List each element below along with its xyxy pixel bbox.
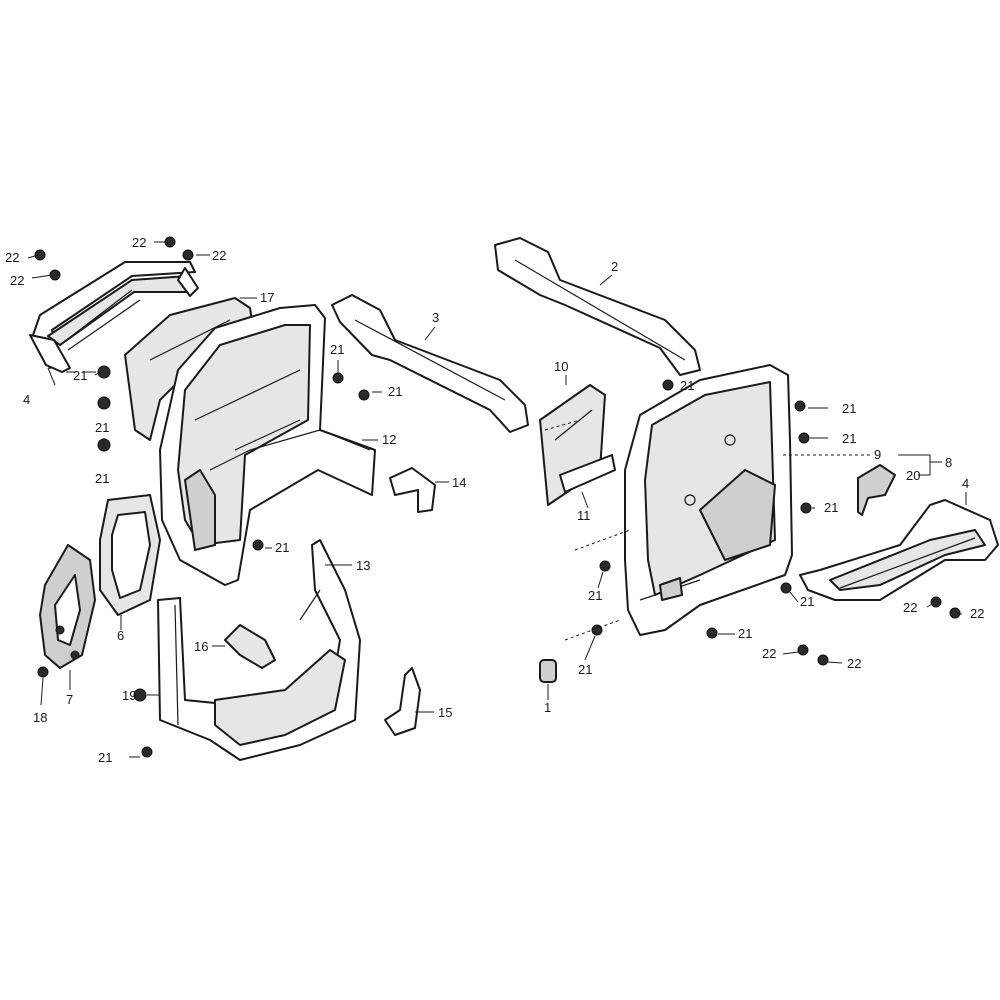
callout-21: 21: [738, 626, 752, 641]
callout-21: 21: [95, 471, 109, 486]
callout-2: 2: [611, 259, 618, 274]
callout-14: 14: [452, 475, 466, 490]
callout-21: 21: [330, 342, 344, 357]
callout-16: 16: [194, 639, 208, 654]
callout-18: 18: [33, 710, 47, 725]
bracket-16: [224, 624, 276, 669]
callout-22: 22: [132, 235, 146, 250]
callout-22: 22: [762, 646, 776, 661]
callout-1: 1: [544, 700, 551, 715]
callout-21: 21: [800, 594, 814, 609]
callout-21: 21: [275, 540, 289, 555]
callout-21: 21: [842, 401, 856, 416]
callout-22: 22: [5, 250, 19, 265]
callout-6: 6: [117, 628, 124, 643]
callout-22: 22: [212, 248, 226, 263]
callout-21: 21: [388, 384, 402, 399]
callout-22: 22: [10, 273, 24, 288]
callout-11: 11: [577, 508, 591, 523]
leader-lines: [27, 241, 967, 758]
callout-4: 4: [962, 476, 969, 491]
right-panel-9: [624, 364, 793, 636]
callout-12: 12: [382, 432, 396, 447]
shroud-12: [159, 304, 376, 586]
callout-7: 7: [66, 692, 73, 707]
callout-21: 21: [98, 750, 112, 765]
callout-10: 10: [554, 359, 568, 374]
callout-22: 22: [847, 656, 861, 671]
callout-21: 21: [95, 420, 109, 435]
callout-3: 3: [432, 310, 439, 325]
bracket-15: [384, 667, 421, 736]
callout-21: 21: [680, 378, 694, 393]
right-handle: [799, 499, 999, 601]
callout-15: 15: [438, 705, 452, 720]
bracket-7: [39, 544, 96, 669]
bracket-14: [389, 467, 436, 513]
crossbar-3: [331, 294, 529, 433]
callout-22: 22: [903, 600, 917, 615]
callout-8: 8: [945, 455, 952, 470]
lower-case-13: [157, 539, 361, 761]
left-handle: [29, 261, 199, 373]
callout-17: 17: [260, 290, 274, 305]
callout-labels: 22 22 22 22 17 4 21 21 21 21 21 12 21 13…: [5, 235, 984, 765]
strip-11: [559, 454, 616, 493]
callout-21: 21: [578, 662, 592, 677]
fasteners: [34, 236, 961, 758]
callout-19: 19: [122, 688, 136, 703]
callout-9: 9: [874, 447, 881, 462]
callout-4: 4: [23, 392, 30, 407]
callout-21: 21: [588, 588, 602, 603]
gasket-6: [99, 494, 161, 616]
crossbar-2: [494, 237, 701, 376]
callout-21: 21: [842, 431, 856, 446]
grommet-1: [539, 659, 557, 683]
callout-13: 13: [356, 558, 370, 573]
callout-20: 20: [906, 468, 920, 483]
bracket-20: [857, 464, 896, 516]
callout-21: 21: [73, 368, 87, 383]
callout-21: 21: [824, 500, 838, 515]
callout-22: 22: [970, 606, 984, 621]
